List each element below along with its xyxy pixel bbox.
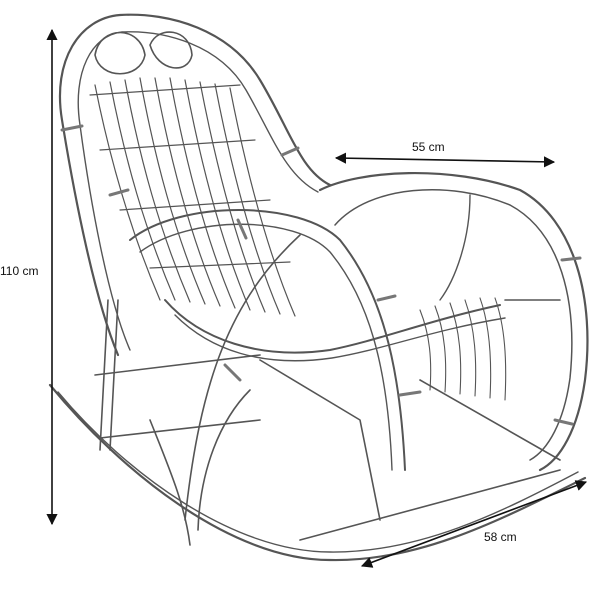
seat — [164, 299, 501, 354]
head-ornament — [94, 31, 193, 75]
right-armrest-loop — [318, 171, 589, 472]
legs-and-rungs — [94, 299, 561, 546]
depth-label: 55 cm — [412, 140, 445, 154]
width-dimension-line — [360, 480, 588, 568]
backrest-frame — [58, 13, 332, 357]
dimension-lines — [46, 28, 588, 568]
binding-wraps — [60, 124, 582, 426]
depth-dimension-line — [334, 152, 556, 168]
left-armrest — [129, 209, 406, 471]
backrest-slats — [89, 77, 296, 317]
height-label: 110 cm — [0, 264, 39, 278]
width-label: 58 cm — [484, 530, 517, 544]
chair-drawing — [48, 13, 589, 562]
